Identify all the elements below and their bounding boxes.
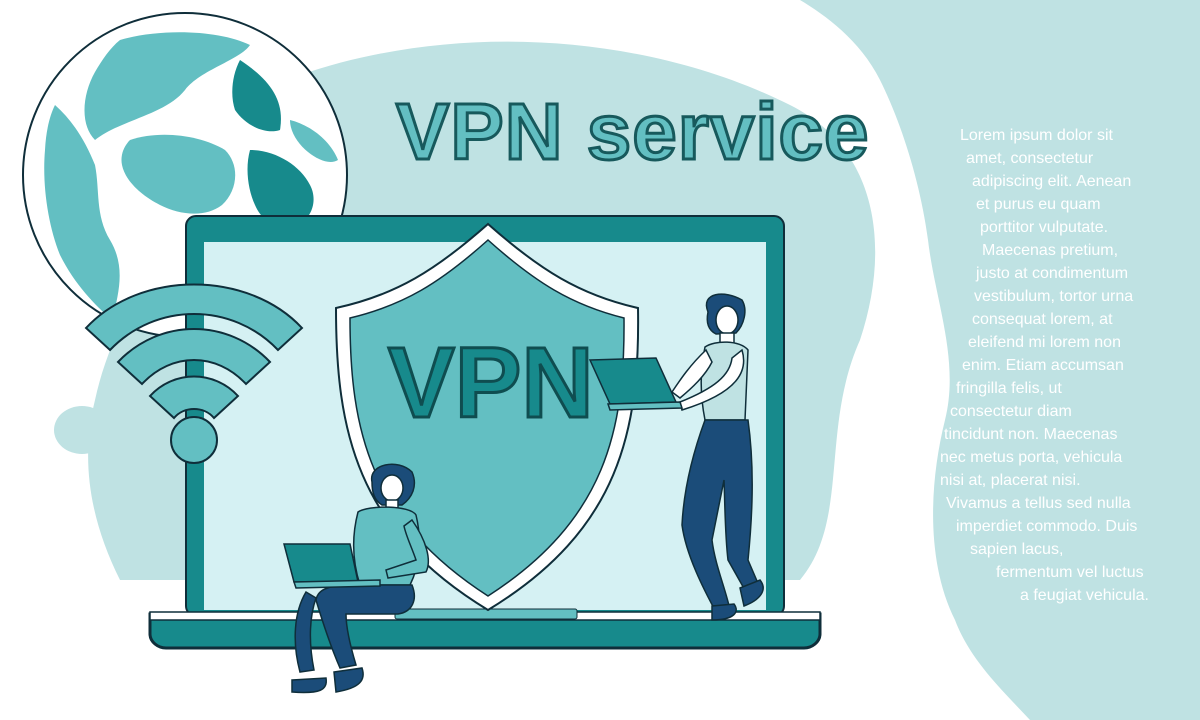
shield-vpn-label: VPN — [387, 327, 596, 439]
wifi-icon — [84, 283, 304, 464]
standing-person — [588, 293, 764, 621]
page-title: VPN service — [395, 87, 871, 176]
laptop-base — [148, 612, 822, 650]
seated-person — [283, 463, 430, 694]
laptop-trackpad — [394, 608, 578, 620]
text-panel-background — [800, 0, 1200, 720]
blob-droplet — [54, 406, 110, 454]
